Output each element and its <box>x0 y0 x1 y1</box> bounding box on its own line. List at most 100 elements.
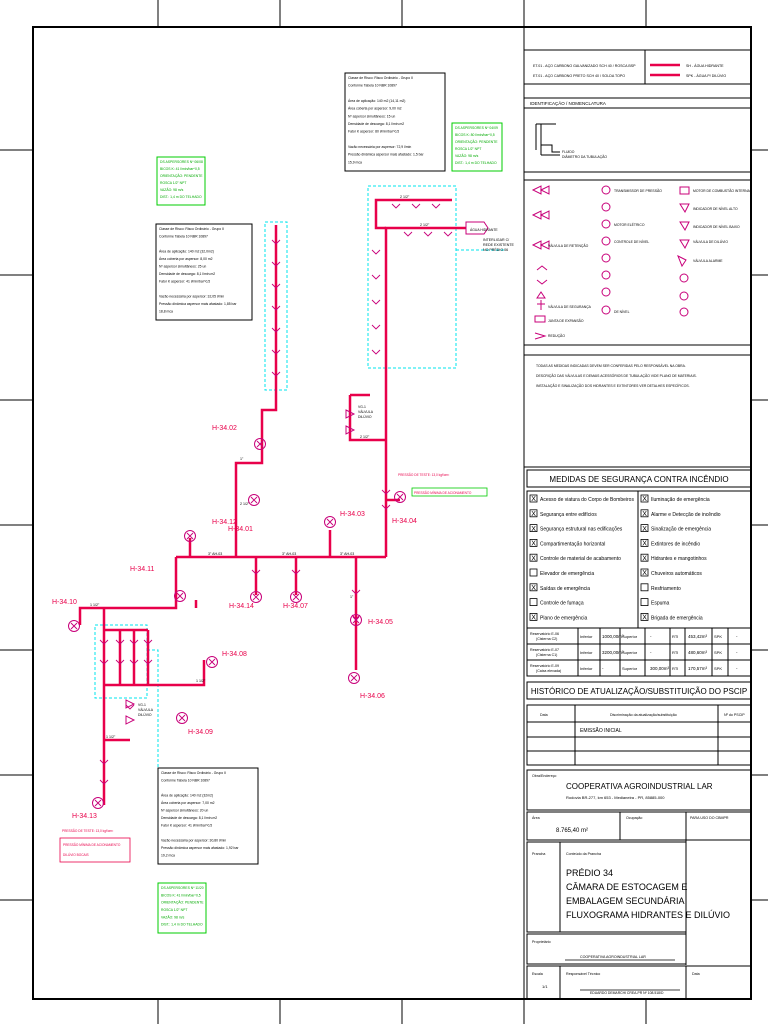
calc-box-line: DIST.: 1,4 m DO TELHADO <box>161 923 203 927</box>
identification-diagram <box>535 123 560 156</box>
hydrant-cross-icon <box>350 674 358 682</box>
obra-address: Rodovia BR-277, km 653 - Medianeira - PR… <box>566 795 665 800</box>
safety-right-label: Resfriamento <box>651 586 681 592</box>
area-value: 8.765,40 m² <box>556 828 588 834</box>
hydrant-icon <box>394 491 406 503</box>
calc-box-box3: Classe de Risco: Risco Ordinário - Grupo… <box>157 767 259 865</box>
spk-value: - <box>736 666 738 671</box>
calc-box-line: Conforme Tabela 10 NBR 10897 <box>159 235 208 239</box>
hydrant-tag: H-34.03 <box>340 511 365 518</box>
calc-box-line: ORIENTAÇÃO: PENDENTE <box>161 900 204 905</box>
checkbox <box>529 553 538 562</box>
hydrant-cross-icon <box>176 592 184 600</box>
sym-deluge-valve: VÁLVULA DE DILÚVIO <box>693 239 728 244</box>
prancha-label: Prancha <box>532 852 545 856</box>
hydrant-icon <box>184 530 196 542</box>
symbol-legend <box>531 185 690 340</box>
safety-table-frame <box>526 469 752 677</box>
hydrant-cross-icon <box>352 616 360 624</box>
obra-label: Obra/Endereço <box>532 774 556 778</box>
interligacao-note: INTERLIGAR C/ REDE EXISTENTE NO PRÉDIO 0… <box>483 238 515 252</box>
hydrant-cross-icon <box>186 532 194 540</box>
calc-box-box1: Classe de Risco: Risco Ordinário - Grupo… <box>344 72 446 172</box>
calc-box-line: ROSCA 1/2" NPT <box>455 147 481 151</box>
calc-box-line: Área coberta por aspersor: 9,00 m2 <box>348 107 402 111</box>
checkbox <box>640 539 649 547</box>
history-header-num: Nº do PSCIP <box>724 713 745 717</box>
check-mark-icon: X <box>531 585 536 592</box>
calc-box-line: BICOS K: 80 l/min/bar^0,5 <box>455 133 495 137</box>
hydrant-cross-icon <box>250 496 258 504</box>
safety-left-label: Segurança estrutural nas edificações <box>540 527 623 533</box>
safety-right-label: Brigada de emergência <box>651 615 703 621</box>
calc-box-box2: Classe de Risco: Risco Ordinário - Grupo… <box>155 223 253 321</box>
red-note-1: PRESSÃO DE TESTE: 13,0 kgf/cm² <box>398 472 449 477</box>
hydrant-cross-icon <box>396 493 404 501</box>
calc-box-line: Fator K aspersor: 41 l/min/bar^0,5 <box>159 280 210 284</box>
sym-alarm-valve: VÁLVULA ALARME <box>693 259 723 263</box>
calc-box-frame <box>451 122 503 172</box>
hydrant-tag: H-34.02 <box>212 425 237 432</box>
superior-value: - <box>650 634 652 639</box>
superior-value: - <box>650 650 652 655</box>
calc-box-line: Densidade de descarga: 8,1 l/min.m2 <box>348 122 404 126</box>
safety-right-label: Extintores de incêndio <box>651 541 700 547</box>
safety-right-item: X Extintores de incêndio <box>640 539 700 548</box>
calc-box-line: ORIENTAÇÃO: PENDENTE <box>455 139 498 144</box>
safety-right-label: Sinalização de emergência <box>651 527 711 533</box>
responsavel-name: EDUARDO DEMARCHI CREA-PR Nº 108.518/D <box>590 991 664 995</box>
spk-label: SPK <box>714 634 722 639</box>
svg-text:2 1/2": 2 1/2" <box>360 435 370 439</box>
safety-left-label: Plano de emergência <box>540 615 587 621</box>
sym-expansion-joint: JUNTA DE EXPANSÃO <box>548 318 584 323</box>
check-mark-icon: X <box>642 541 647 548</box>
rti-value: 170,57m³ <box>688 666 708 671</box>
svg-text:INTERLIGAR C/: INTERLIGAR C/ <box>483 238 509 242</box>
calc-box-line: DS ASPERSORES Nº 11/20 <box>161 886 204 890</box>
calc-box-line: 15,9 mca <box>348 160 362 164</box>
svg-text:3" AH-03: 3" AH-03 <box>340 552 354 556</box>
calc-box-frame <box>156 156 206 206</box>
hydrant-tag: H-34.01 <box>228 526 253 533</box>
safety-right-item: Espuma <box>640 598 670 607</box>
pipe-legend: ET.01 - AÇO CARBONO GALVANIZADO SCH 40 /… <box>533 63 726 78</box>
calc-box-line: Fator K aspersor: 80 l/min/bar^0,5 <box>348 130 399 134</box>
cbmpr-label: PARA USO DO CBMPR <box>690 816 729 820</box>
proprietario-name: COOPERATIVA AGROINDUSTRIAL LAR <box>580 955 646 959</box>
ocupacao-label: Ocupação <box>626 816 642 820</box>
safety-right-label: Espuma <box>651 601 670 607</box>
hydrant-tag: H-34.05 <box>368 619 393 626</box>
content-line-3: EMBALAGEM SECUNDÁRIA <box>566 896 685 906</box>
hydrant-tag: H-34.07 <box>283 603 308 610</box>
hydrant-icon <box>250 591 262 603</box>
calc-box-line: Área coberta por aspersor: 8,00 m2 <box>159 257 213 261</box>
svg-text:DILÚVIO: DILÚVIO <box>138 712 152 717</box>
red-note-2: PRESSÃO MÍNIMA DE ACIONAMENTO <box>414 490 472 495</box>
conteudo-label: Conteúdo da Prancha <box>566 852 601 856</box>
svg-text:VÁLVULA: VÁLVULA <box>358 410 374 414</box>
spk-label: SPK <box>714 650 722 655</box>
spk-value: - <box>736 634 738 639</box>
hydrant-cross-icon <box>252 593 260 601</box>
calc-box-line: BICOS K: 41 l/min/bar^0,5 <box>160 167 200 171</box>
proprietario-label: Proprietário <box>532 940 551 944</box>
note-1: TODAS AS MEDIDAS INDICADAS DEVEM SER CON… <box>536 364 686 368</box>
sym-level: DE NÍVEL <box>614 310 630 314</box>
checkbox <box>529 494 538 503</box>
sym-electric-motor: MOTOR ELÉTRICO <box>614 222 645 227</box>
calc-box-line: Área de aplicação: 140 m2 (14,11 m2) <box>348 99 405 103</box>
check-mark-icon: X <box>642 570 647 577</box>
inferior-value: - <box>602 666 604 671</box>
note-2: DESCRIÇÃO DAS VÁLVULAS E DEMAIS ACESSÓRI… <box>536 373 697 378</box>
svg-text:2 1/2": 2 1/2" <box>420 223 430 227</box>
svg-text:3" AH-03: 3" AH-03 <box>282 552 296 556</box>
svg-text:NO PRÉDIO 06: NO PRÉDIO 06 <box>483 247 508 252</box>
calc-box-line: DIST.: 1,4 m DO TELHADO <box>160 195 202 199</box>
